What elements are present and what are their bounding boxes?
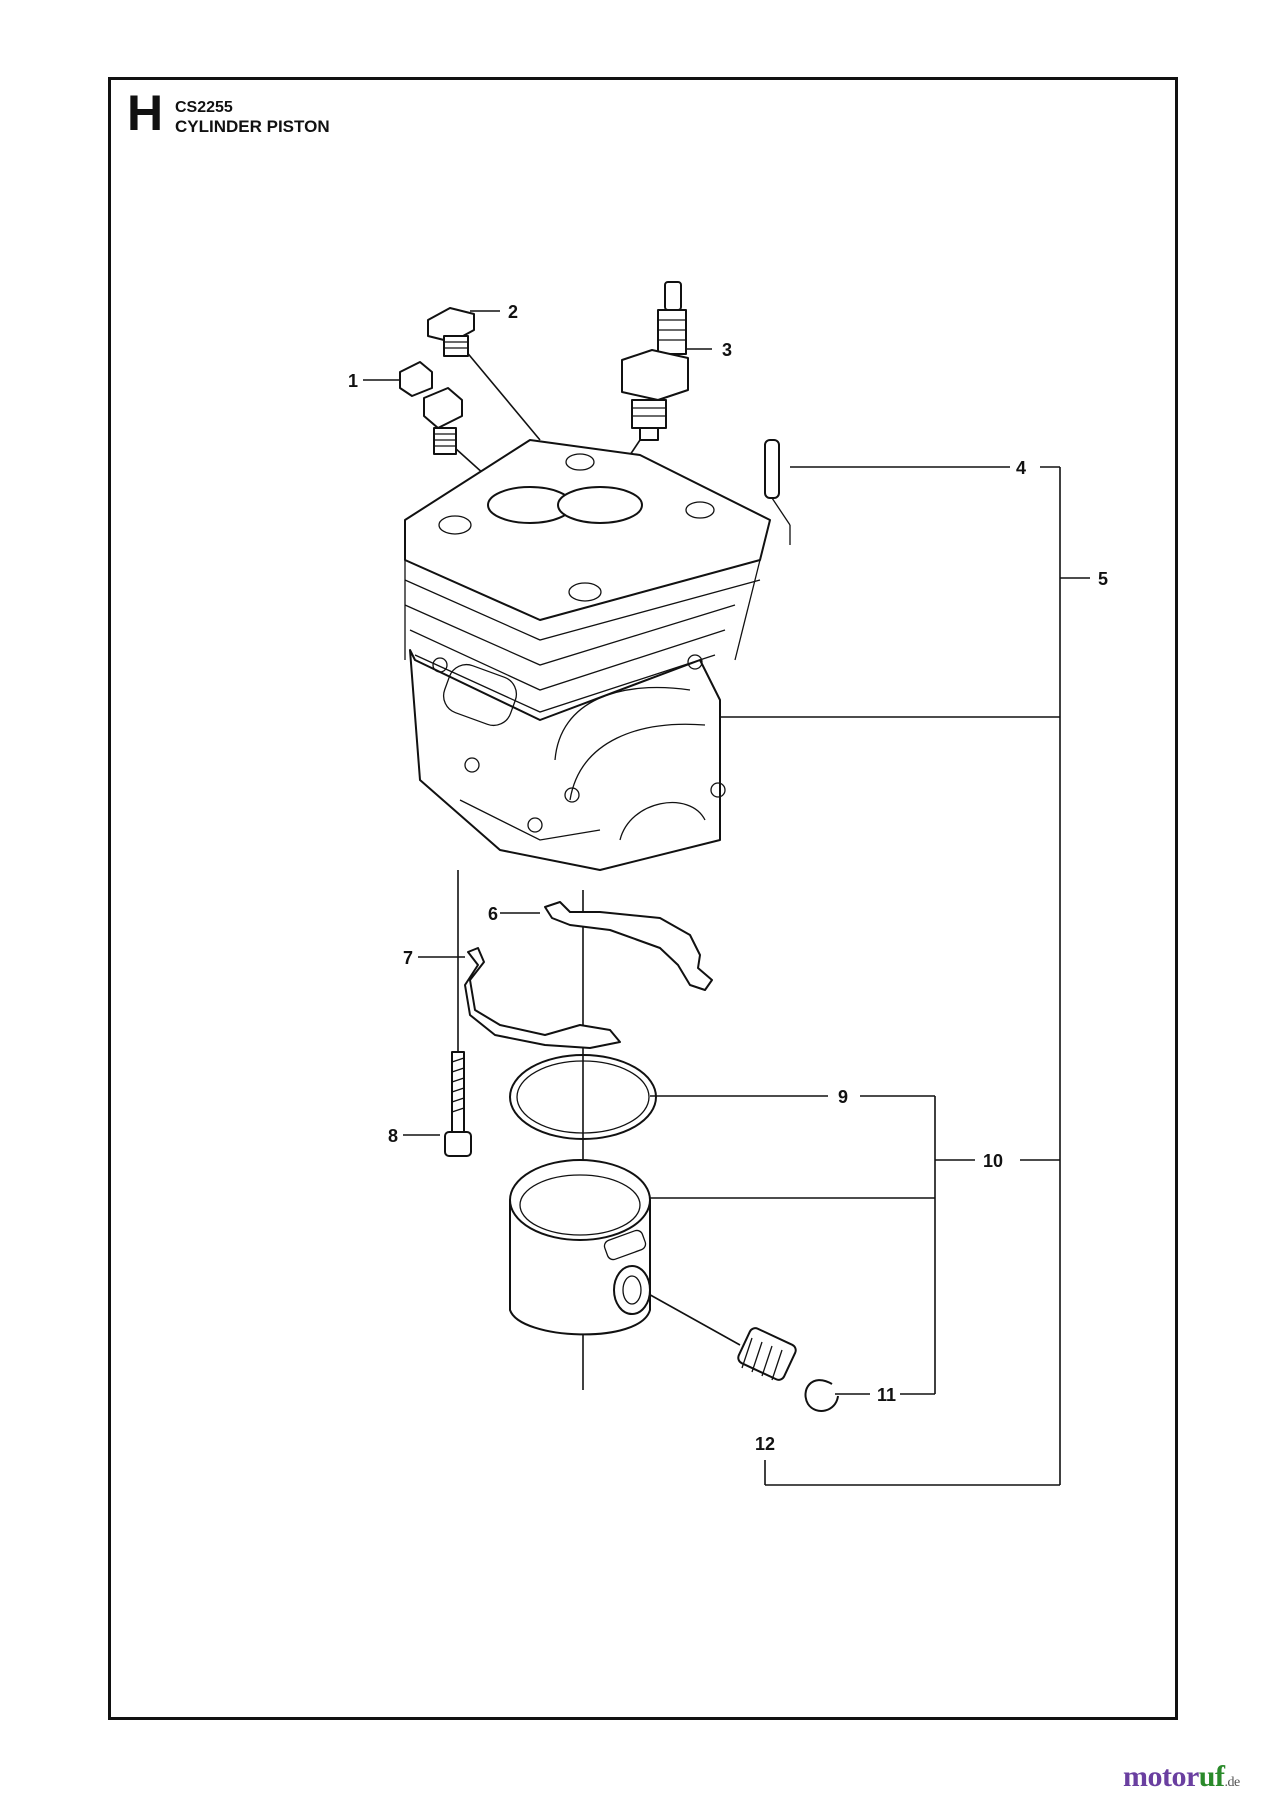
part-piston	[509, 1159, 651, 1336]
callout-1: 1	[348, 371, 358, 391]
part-decompression-valve	[399, 361, 463, 455]
callout-10: 10	[983, 1151, 1003, 1171]
callout-labels: 1 2 3 4 5 6 7 8 9 10 11 12	[348, 302, 1108, 1454]
model-number: CS2255	[175, 99, 233, 116]
part-gasket	[544, 901, 713, 991]
callout-4: 4	[1016, 458, 1026, 478]
section-letter: H	[127, 85, 164, 141]
callout-8: 8	[388, 1126, 398, 1146]
part-impulse-nipple	[764, 439, 791, 545]
callout-5: 5	[1098, 569, 1108, 589]
callout-12: 12	[755, 1434, 775, 1454]
part-spark-plug	[621, 281, 689, 441]
part-screw	[444, 1051, 472, 1157]
diagram-frame	[108, 77, 1178, 1720]
watermark-logo: motoruf.de	[1123, 1760, 1240, 1793]
callout-2: 2	[508, 302, 518, 322]
part-circlip	[804, 1379, 839, 1412]
part-needle-bearing	[737, 1327, 797, 1381]
part-transfer-gasket	[464, 947, 621, 1049]
part-hex-plug	[427, 307, 475, 357]
callout-9: 9	[838, 1087, 848, 1107]
callout-6: 6	[488, 904, 498, 924]
part-cylinder	[404, 439, 771, 871]
part-piston-ring	[509, 1054, 657, 1140]
callout-11: 11	[877, 1385, 896, 1405]
callout-3: 3	[722, 340, 732, 360]
section-title: CYLINDER PISTON	[175, 117, 330, 136]
callout-7: 7	[403, 948, 413, 968]
